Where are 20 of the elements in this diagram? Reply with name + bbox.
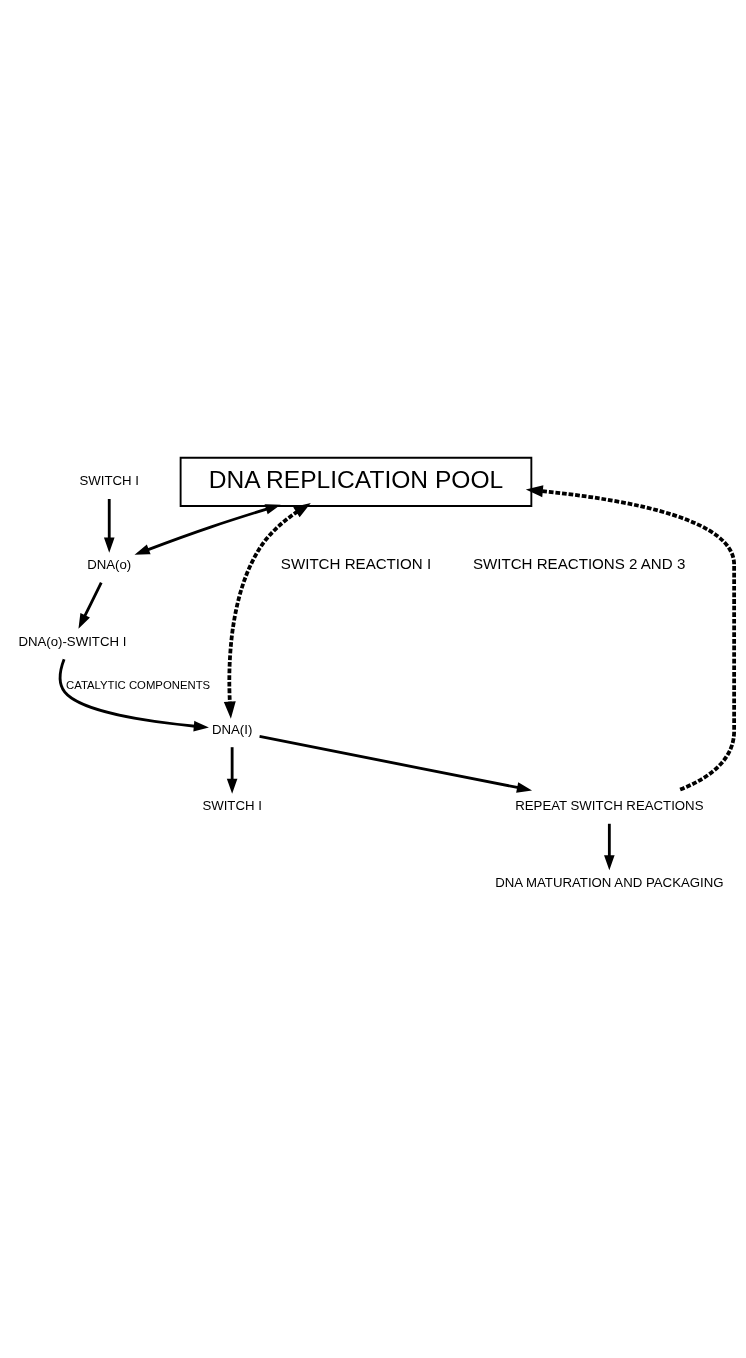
label: SWITCH REACTION I (280, 555, 432, 573)
node-box: DNA REPLICATION POOL (179, 456, 533, 507)
node-text: DNA MATURATION AND PACKAGING (495, 874, 724, 890)
node-text: DNA(o) (87, 557, 132, 573)
arrow (223, 503, 311, 719)
arrow (78, 582, 103, 629)
label: SWITCH REACTIONS 2 AND 3 (472, 555, 686, 573)
arrow (525, 485, 736, 792)
edge-label: CATALYTIC COMPONENTS (66, 679, 211, 692)
node-text: SWITCH I (79, 473, 139, 489)
arrow (259, 735, 533, 793)
arrow (226, 747, 238, 794)
node-text: DNA(o)-SWITCH I (18, 633, 127, 649)
arrow (103, 499, 115, 553)
node-text: DNA(I) (211, 721, 253, 737)
arrow (134, 504, 281, 555)
arrow (58, 658, 209, 732)
node-text: REPEAT SWITCH REACTIONS (515, 798, 704, 814)
arrow (604, 823, 615, 871)
node-text: SWITCH I (202, 798, 262, 814)
